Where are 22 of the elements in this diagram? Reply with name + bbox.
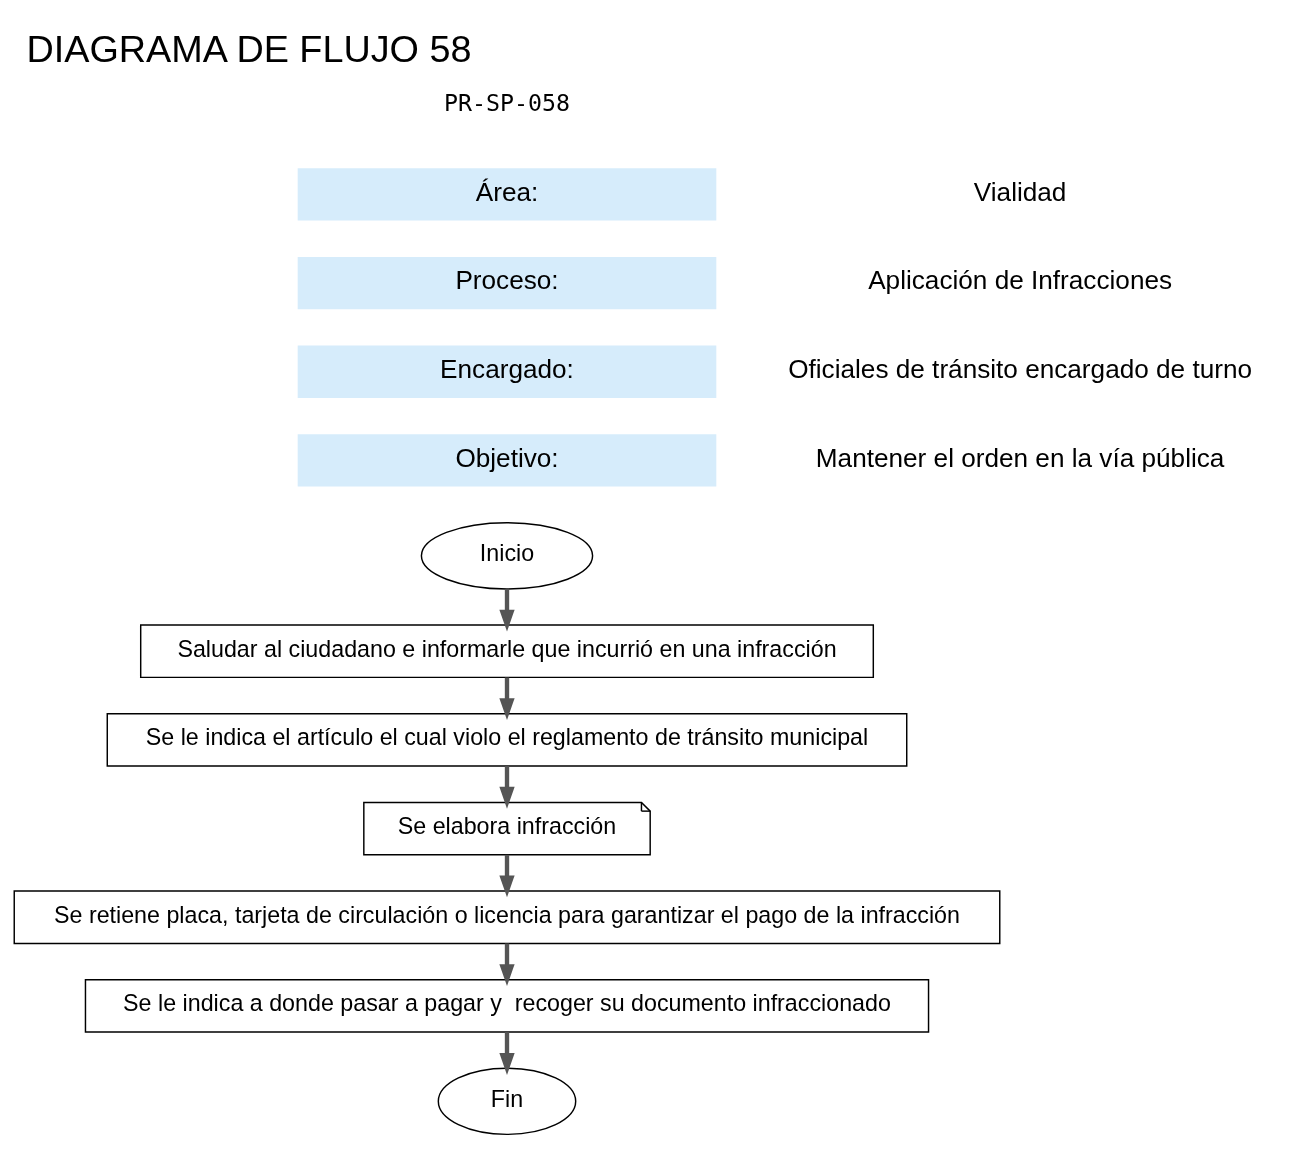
node-box: Se le indica el artículo el cual violo el reglamento de tránsito municipal — [106, 713, 908, 767]
arrow — [499, 766, 515, 809]
label: Área: — [475, 176, 539, 207]
node-box: Se le indica a donde pasar a pagar y recoger su documento infraccionado — [84, 979, 930, 1033]
arrow — [499, 1032, 515, 1075]
label: PR-SP-058 — [444, 89, 570, 117]
diagram-title: DIAGRAMA DE FLUJO 58 — [26, 27, 472, 70]
label: Mantener el orden en la vía pública — [815, 442, 1225, 473]
node-ellipse: Fin — [437, 1067, 577, 1136]
arrow — [499, 589, 515, 632]
arrow — [499, 854, 515, 898]
label: Oficiales de tránsito encargado de turno — [788, 354, 1253, 385]
label: Aplicación de Infracciones — [868, 265, 1173, 296]
arrow — [499, 943, 515, 986]
label: Encargado: — [440, 354, 574, 385]
node-box: Saludar al ciudadano e informarle que incurrió en una infracción — [139, 624, 875, 679]
label: Objetivo: — [455, 442, 559, 473]
node-box: Se retiene placa, tarjeta de circulación o licencia para garantizar el pago de la infracción — [13, 890, 1001, 945]
node-ellipse: Inicio — [420, 522, 594, 590]
label: Vialidad — [973, 176, 1067, 207]
arrow — [499, 677, 515, 720]
label: Proceso: — [455, 265, 559, 296]
